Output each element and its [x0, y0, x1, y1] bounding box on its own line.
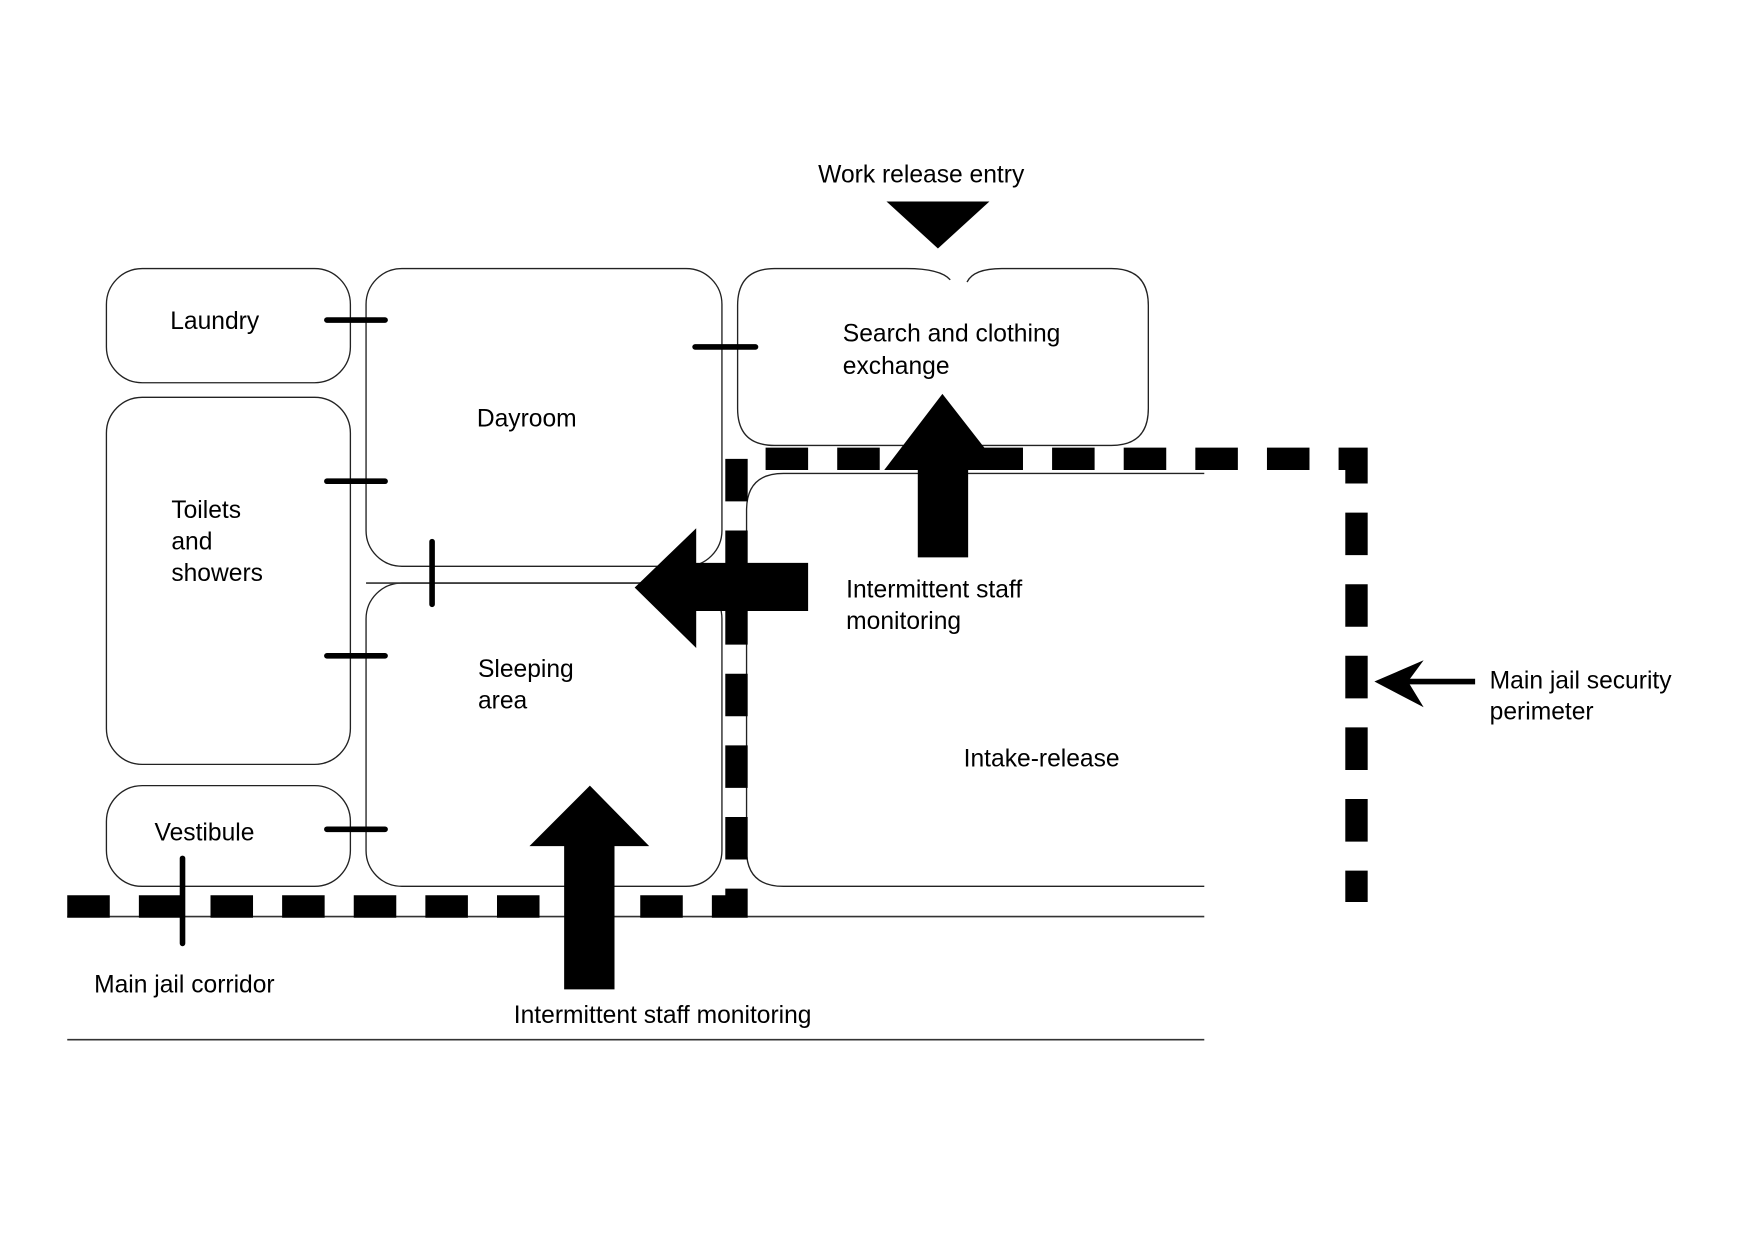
- perimeter-pointer-arrow-icon: [1374, 660, 1476, 708]
- label-security-perimeter: Main jail security perimeter: [1490, 667, 1679, 725]
- label-search-clothing: Search and clothing exchange: [843, 320, 1067, 379]
- room-toilets-showers: [105, 396, 352, 766]
- staff-monitoring-bottom-arrow-icon: [529, 785, 650, 990]
- label-staff-monitoring-bottom: Intermittent staff monitoring: [514, 1002, 812, 1029]
- label-laundry: Laundry: [170, 308, 260, 335]
- room-vestibule: [105, 784, 352, 888]
- label-vestibule: Vestibule: [155, 819, 255, 846]
- label-work-release-entry: Work release entry: [818, 161, 1025, 188]
- staff-monitoring-up-arrow-icon: [884, 393, 1002, 558]
- staff-monitoring-left-arrow-icon: [634, 528, 809, 648]
- label-dayroom: Dayroom: [477, 405, 577, 432]
- work-release-entry-arrow-icon: [886, 201, 990, 249]
- security-perimeter-inner: [67, 447, 1368, 918]
- room-laundry: [105, 267, 352, 384]
- room-dayroom: [365, 267, 723, 567]
- label-intake-release: Intake-release: [964, 746, 1120, 773]
- label-sleeping-area: Sleeping area: [478, 656, 581, 714]
- label-staff-monitoring-right: Intermittent staff monitoring: [846, 577, 1029, 635]
- label-main-jail-corridor: Main jail corridor: [94, 972, 275, 999]
- label-toilets: Toilets and showers: [171, 497, 263, 587]
- room-intake-release: [745, 472, 1205, 888]
